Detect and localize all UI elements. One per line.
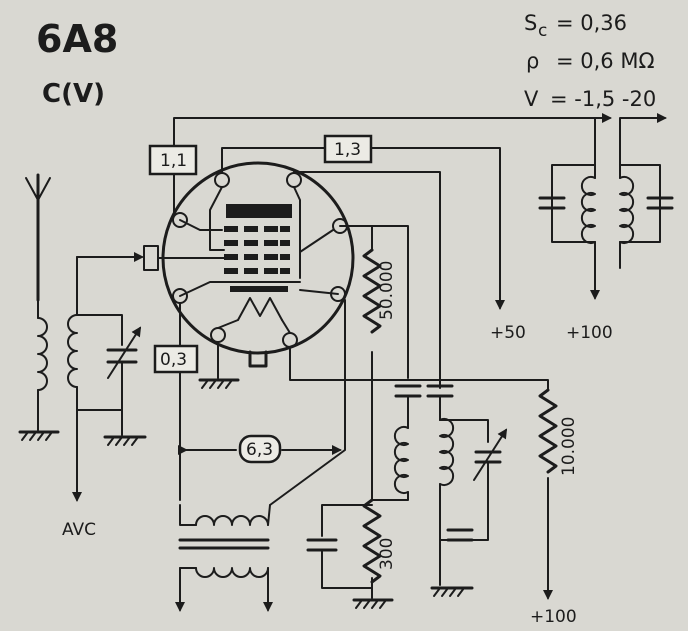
osc-coupling-lead [371,225,409,379]
heater-lead-right [269,299,346,506]
box-6-3 [238,434,282,464]
input-coil-secondary [67,256,123,502]
ground-cathode [352,598,394,609]
ground-left-1 [18,430,60,441]
ground-osc [430,586,474,597]
if-transformer [538,113,674,300]
pin-1-3-label: 1,3 [334,140,361,160]
osc-tank [371,384,508,586]
plus100-top-label: +100 [566,323,613,343]
heater-transformer [175,504,273,612]
heater-voltage-label: 6,3 [246,440,273,460]
pin-1-1-label: 1,1 [160,151,187,171]
input-coil-primary [37,299,48,431]
tube-class-label: C(V) [42,79,105,109]
pin-0-3-label: 0,3 [160,350,187,370]
ground-left-2 [103,435,147,446]
spec-sc-value: = 0,36 [556,11,627,35]
cathode-bypass-cap [306,504,373,589]
r-50000-label: 50.000 [377,261,397,320]
box-1-3 [323,134,373,164]
spec-sc: S c = 0,36 [524,11,627,41]
resistor-300 [362,498,382,584]
osc-grid-lead [339,225,373,251]
spec-v-value: = -1,5 -20 [550,87,656,111]
box-0-3 [153,344,199,374]
spec-rho-value: = 0,6 MΩ [556,49,655,73]
antenna [25,173,51,302]
tube-6a8 [143,161,355,368]
avc-label: AVC [62,520,96,540]
box-1-1 [148,144,198,176]
spec-rho-symbol: ρ [526,49,539,73]
osc-plate-lead [289,347,549,391]
ground-tube [198,341,240,389]
osc-anode-lead [293,171,441,389]
resistor-50000 [362,248,382,334]
resistor-10000 [538,388,558,474]
tuning-capacitor [106,326,142,436]
r-10000-label: 10.000 [559,417,579,476]
spec-v: V = -1,5 -20 [524,87,656,111]
spec-v-symbol: V [524,87,539,111]
tube-type-label: 6A8 [36,17,118,61]
r-300-label: 300 [377,538,397,570]
spec-sc-sub: c [538,21,547,41]
spec-rho: ρ = 0,6 MΩ [526,49,655,73]
plus100-bottom-label: +100 [530,607,577,627]
plus50-label: +50 [490,323,526,343]
spec-sc-symbol: S [524,11,537,35]
